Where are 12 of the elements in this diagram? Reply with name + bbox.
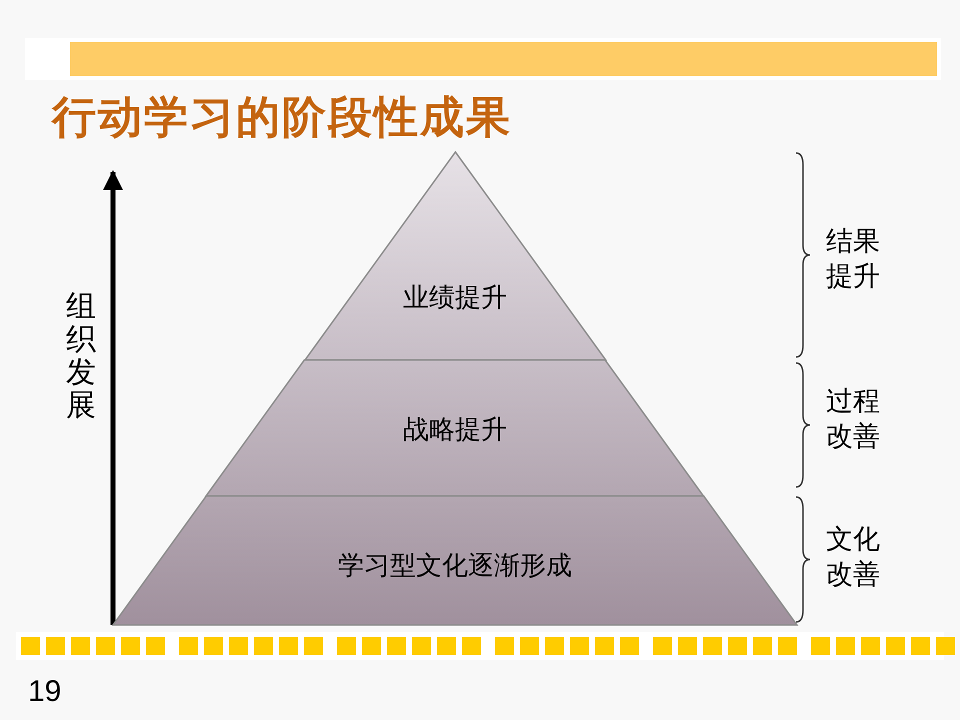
axis-label: 组织发展 xyxy=(66,290,96,422)
tier-label: 业绩提升 xyxy=(402,282,508,315)
bracket-label: 结果提升 xyxy=(826,225,880,294)
tier-label: 战略提升 xyxy=(402,414,508,447)
bracket-label: 文化改善 xyxy=(826,523,880,592)
tier-label: 学习型文化逐渐形成 xyxy=(337,550,573,583)
pyramid-middle-tier xyxy=(206,360,704,496)
pyramid-base-tier xyxy=(113,496,797,625)
bracket-label: 过程改善 xyxy=(826,385,880,454)
page-number: 19 xyxy=(28,674,62,710)
slide-title: 行动学习的阶段性成果 xyxy=(52,91,512,145)
pyramid-top-tier xyxy=(304,152,606,360)
